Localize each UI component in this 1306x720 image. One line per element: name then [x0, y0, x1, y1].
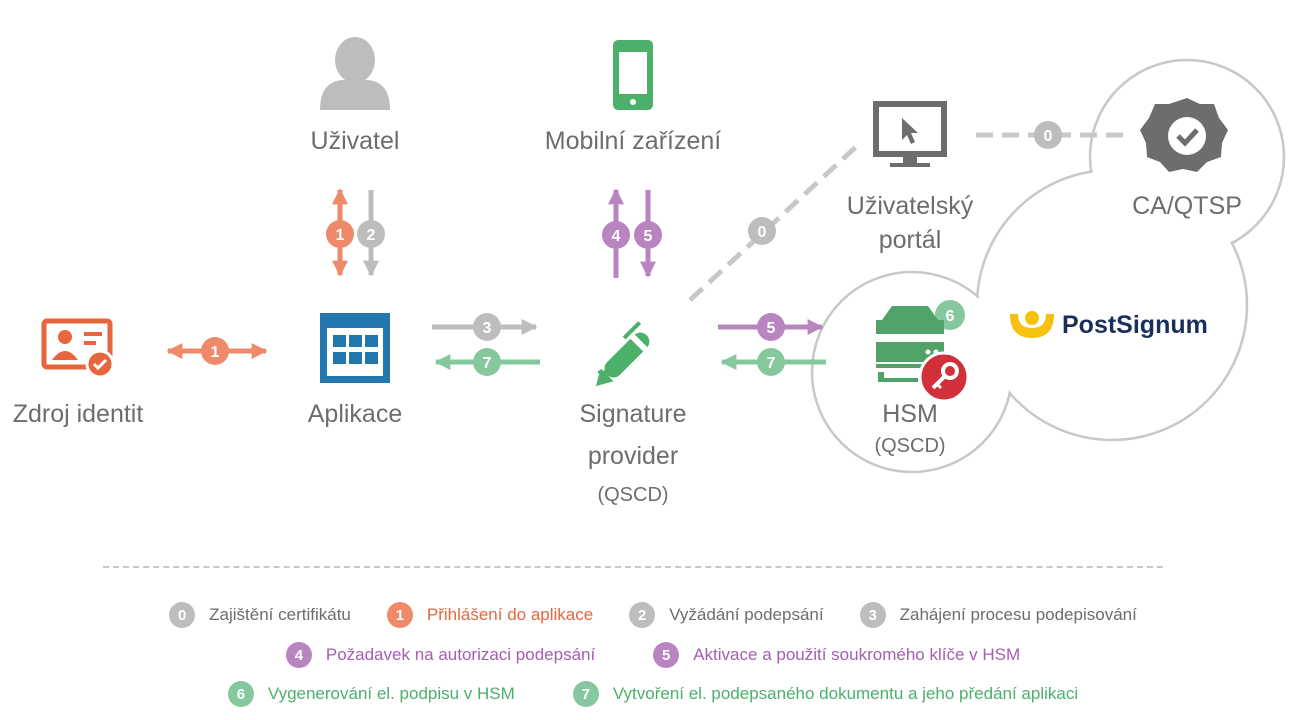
trust-cloud — [810, 58, 1286, 474]
legend-number: 0 — [169, 602, 196, 628]
id-card-icon — [41, 318, 115, 379]
legend-row-3: 6 Vygenerování el. podpisu v HSM 7 Vytvo… — [0, 681, 1306, 707]
label-hsm-qscd: (QSCD) — [874, 435, 945, 457]
certificate-seal-icon — [1140, 98, 1228, 172]
legend-text: Zahájení procesu podepisování — [899, 605, 1137, 624]
label-aplikace: Aplikace — [308, 400, 403, 428]
pen-icon — [595, 321, 650, 387]
legend-number: 7 — [572, 681, 599, 707]
legend-text: Vyžádání podepsání — [669, 605, 824, 624]
legend-number: 4 — [285, 642, 312, 668]
label-signature: Signature — [579, 400, 686, 428]
monitor-cursor-icon — [873, 101, 947, 167]
label-zdroj-identit: Zdroj identit — [13, 400, 144, 428]
legend-text: Vytvoření el. podepsaného dokumentu a je… — [612, 684, 1079, 703]
badge-5-hsm: 5 — [767, 320, 776, 337]
badge-2: 2 — [367, 227, 376, 244]
label-provider: provider — [588, 442, 678, 470]
legend-row-1: 0 Zajištění certifikátu 1 Přihlášení do … — [0, 602, 1306, 628]
step-badges: 1 1 2 3 7 4 5 5 7 0 0 6 — [201, 121, 1062, 376]
legend-text: Vygenerování el. podpisu v HSM — [267, 684, 515, 703]
legend-item: 4 Požadavek na autorizaci podepsání — [285, 642, 596, 668]
legend-text: Aktivace a použití soukromého klíče v HS… — [693, 645, 1021, 664]
legend-item: 6 Vygenerování el. podpisu v HSM — [227, 681, 515, 707]
post-horn-icon — [1010, 314, 1054, 338]
legend-item: 5 Aktivace a použití soukromého klíče v … — [653, 642, 1020, 668]
legend-item: 2 Vyžádání podepsání — [629, 602, 824, 628]
legend-text: Požadavek na autorizaci podepsání — [325, 645, 596, 664]
legend-text: Přihlášení do aplikace — [426, 605, 594, 624]
legend-text: Zajištění certifikátu — [209, 605, 351, 624]
legend-item: 1 Přihlášení do aplikace — [386, 602, 594, 628]
legend-row-2: 4 Požadavek na autorizaci podepsání 5 Ak… — [0, 642, 1306, 668]
badge-0-ca: 0 — [1044, 128, 1053, 145]
step0-connectors — [688, 132, 1130, 302]
badge-1-uzivatel: 1 — [336, 227, 345, 244]
user-icon — [320, 37, 390, 110]
badge-6: 6 — [946, 308, 955, 325]
legend-item: 0 Zajištění certifikátu — [169, 602, 351, 628]
legend-item: 7 Vytvoření el. podepsaného dokumentu a … — [572, 681, 1079, 707]
postsignum-logo: PostSignum — [1010, 311, 1208, 339]
label-ca-qtsp: CA/QTSP — [1132, 192, 1242, 220]
label-portal: portál — [879, 226, 942, 254]
legend-item: 3 Zahájení procesu podepisování — [859, 602, 1137, 628]
legend-number: 5 — [653, 642, 680, 668]
badge-3: 3 — [483, 320, 492, 337]
badge-7-aplikace: 7 — [483, 355, 492, 372]
badge-5-mobil: 5 — [644, 228, 653, 245]
label-hsm: HSM — [882, 400, 938, 428]
application-window-icon — [320, 313, 390, 383]
mobile-phone-icon — [613, 40, 653, 110]
badge-7-hsm: 7 — [767, 355, 776, 372]
legend-number: 3 — [859, 602, 886, 628]
label-uzivatel: Uživatel — [311, 127, 400, 155]
brand-postsignum: PostSignum — [1062, 311, 1208, 339]
legend-number: 1 — [386, 602, 413, 628]
label-uzivatelsky: Uživatelský — [847, 192, 974, 220]
badge-0-portal: 0 — [758, 224, 767, 241]
label-mobilni-zarizeni: Mobilní zařízení — [545, 127, 722, 155]
legend-separator — [103, 566, 1163, 568]
legend-number: 2 — [629, 602, 656, 628]
label-signature-qscd: (QSCD) — [597, 484, 668, 506]
badge-1-zdroj: 1 — [211, 344, 220, 361]
hsm-server-icon — [876, 306, 970, 403]
badge-4: 4 — [612, 228, 621, 245]
legend-number: 6 — [227, 681, 254, 707]
